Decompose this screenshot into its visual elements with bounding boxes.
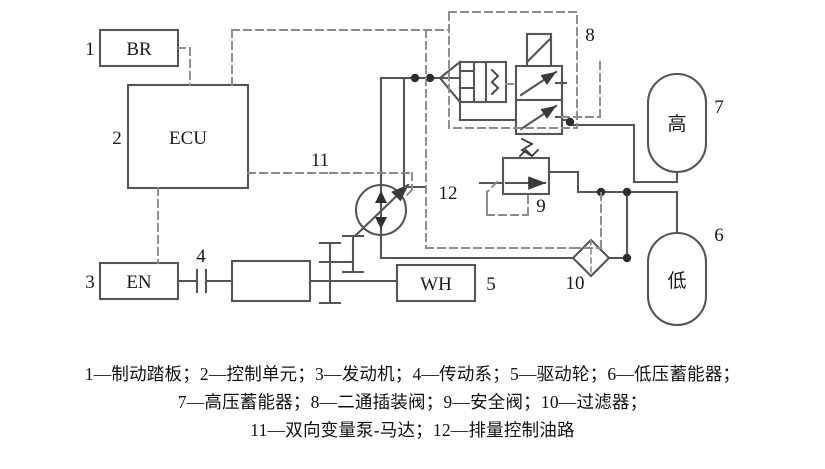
pump-motor-flow-arrows xyxy=(375,191,387,229)
right-side-tie-lines xyxy=(625,190,679,260)
solenoid-return-spring xyxy=(520,137,534,158)
block-engine xyxy=(98,261,180,301)
callout-2: 2 xyxy=(112,128,122,149)
block-ecu xyxy=(126,83,250,190)
caption-line-3: 11—双向变量泵-马达；12—排量控制油路 xyxy=(250,420,575,440)
solenoid-pilot-valve xyxy=(514,32,568,136)
relief-valve-9 xyxy=(478,156,629,196)
callout-6: 6 xyxy=(714,225,724,246)
label-br: BR xyxy=(126,39,152,60)
callout-8: 8 xyxy=(585,25,595,46)
callout-10: 10 xyxy=(566,273,585,294)
callout-9: 9 xyxy=(536,196,546,217)
relief-valve-spring xyxy=(518,148,540,158)
region-8-boundary xyxy=(448,11,578,129)
accumulator-high-7 xyxy=(568,72,708,184)
label-wh: WH xyxy=(420,274,452,295)
mechanical-driveline xyxy=(176,268,399,294)
label-accumulator-high: 高 xyxy=(667,113,686,135)
label-ecu: ECU xyxy=(169,128,207,149)
accumulator-low-6 xyxy=(646,190,708,327)
caption-line-2: 7—高压蓄能器；8—二通插装阀；9—安全阀；10—过滤器； xyxy=(177,392,648,412)
label-accumulator-low: 低 xyxy=(667,270,686,292)
cartridge-valve-spring xyxy=(490,68,500,96)
pump-motor-unit xyxy=(353,179,410,249)
callout-11: 11 xyxy=(311,150,329,171)
callout-1: 1 xyxy=(85,39,95,60)
callout-12: 12 xyxy=(439,183,458,204)
control-signal-lines xyxy=(157,29,602,264)
junction-dots xyxy=(410,73,632,263)
block-transmission xyxy=(230,259,312,303)
callout-7: 7 xyxy=(714,97,724,118)
callout-5: 5 xyxy=(486,274,496,295)
block-wheel xyxy=(395,263,477,303)
hydraulic-schematic: BR ECU EN WH 高 低 1 2 3 4 5 6 7 8 9 10 11… xyxy=(85,11,724,327)
diagram-text-labels: BR ECU EN WH 高 低 1 2 3 4 5 6 7 8 9 10 11… xyxy=(85,25,724,295)
callout-4: 4 xyxy=(196,246,206,267)
label-en: EN xyxy=(126,272,152,293)
callout-3: 3 xyxy=(85,272,95,293)
gear-shaft-stack xyxy=(318,234,365,305)
caption-line-1: 1—制动踏板；2—控制单元；3—发动机；4—传动系；5—驱动轮；6—低压蓄能器； xyxy=(84,364,741,384)
figure-caption: 1—制动踏板；2—控制单元；3—发动机；4—传动系；5—驱动轮；6—低压蓄能器；… xyxy=(0,360,825,444)
block-brake-pedal xyxy=(98,28,180,68)
